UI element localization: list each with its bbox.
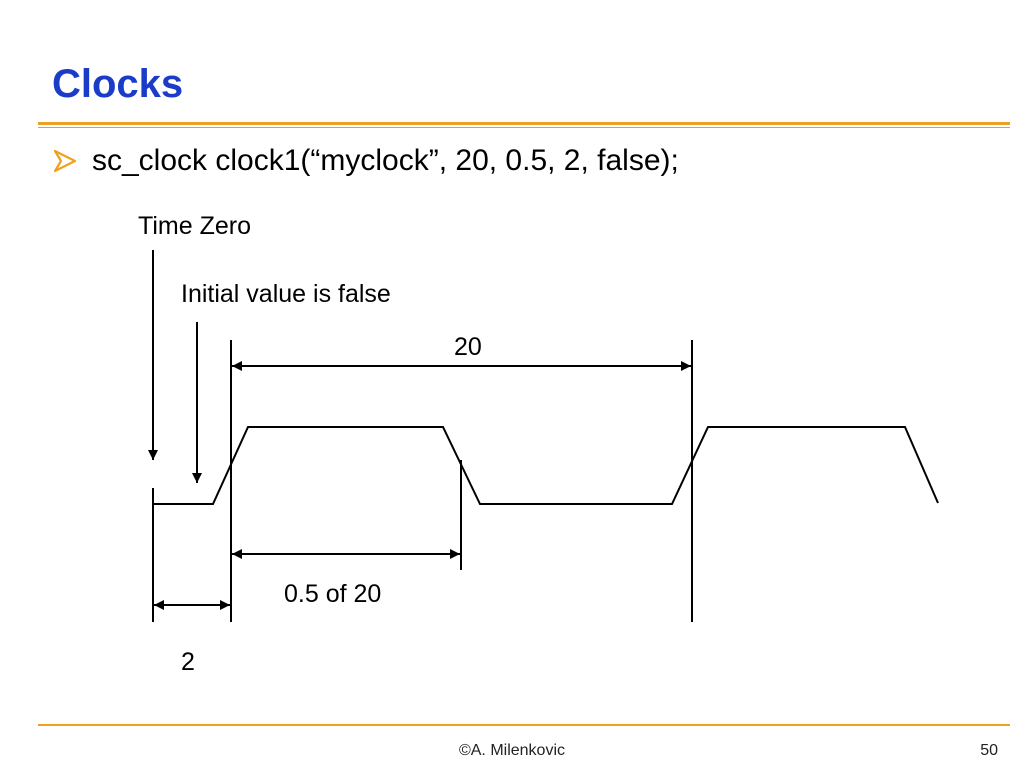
slide-title: Clocks: [52, 62, 184, 106]
footer-author: ©A. Milenkovic: [458, 742, 566, 759]
title-rule-thin: [38, 127, 1010, 128]
title-rule-thick: [38, 122, 1010, 125]
clock-waveform: [153, 426, 939, 505]
bullet-text: sc_clock clock1(“myclock”, 20, 0.5, 2, f…: [92, 144, 679, 177]
bullet-item: sc_clock clock1(“myclock”, 20, 0.5, 2, f…: [52, 141, 679, 181]
arrow-bullet-icon: [53, 149, 77, 173]
time-zero-label: Time Zero: [138, 212, 251, 240]
period-label: 20: [454, 333, 482, 361]
footer-rule: [38, 724, 1010, 726]
page-number: 50: [980, 742, 998, 759]
start-delay-label: 2: [181, 648, 195, 676]
duty-label: 0.5 of 20: [284, 580, 381, 608]
initial-value-label: Initial value is false: [181, 280, 391, 308]
